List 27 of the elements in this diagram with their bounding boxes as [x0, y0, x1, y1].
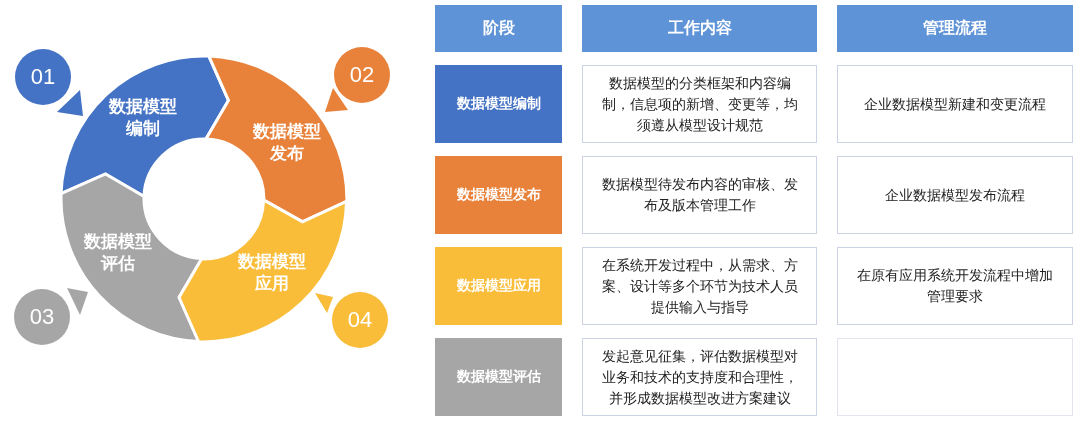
numbered-callout	[14, 288, 88, 345]
column-header: 工作内容	[582, 5, 817, 52]
segment-label: 数据模型评估	[83, 231, 153, 275]
stage-cell: 数据模型应用	[435, 247, 562, 325]
stage-cell: 数据模型编制	[435, 65, 562, 143]
table-cell: 数据模型的分类框架和内容编制，信息项的新增、变更等，均须遵从模型设计规范	[582, 65, 817, 143]
segment-label: 数据模型发布	[252, 121, 322, 165]
column-header: 阶段	[435, 5, 562, 52]
step-number: 01	[30, 65, 56, 89]
table-cell: 在系统开发过程中，从需求、方案、设计等多个环节为技术人员提供输入与指导	[582, 247, 817, 325]
cycle-segment	[178, 199, 348, 343]
table-cell: 企业数据模型新建和变更流程	[837, 65, 1073, 143]
stage-cell: 数据模型评估	[435, 338, 562, 416]
table-cell: 数据模型待发布内容的审核、发布及版本管理工作	[582, 156, 817, 234]
column-header: 管理流程	[837, 5, 1073, 52]
segment-label: 数据模型应用	[237, 251, 307, 295]
numbered-callout	[315, 292, 388, 348]
table-cell: 在原有应用系统开发流程中增加管理要求	[837, 247, 1073, 325]
numbered-callout	[325, 47, 390, 112]
segment-label: 数据模型编制	[108, 96, 178, 140]
table-cell: 发起意见征集，评估数据模型对业务和技术的支持度和合理性，并形成数据模型改进方案建议	[582, 338, 817, 416]
step-number: 04	[347, 308, 373, 332]
stage-cell: 数据模型发布	[435, 156, 562, 234]
table-cell: 企业数据模型发布流程	[837, 156, 1073, 234]
step-number: 02	[349, 63, 375, 87]
step-number: 03	[29, 305, 55, 329]
numbered-callout	[15, 49, 83, 116]
